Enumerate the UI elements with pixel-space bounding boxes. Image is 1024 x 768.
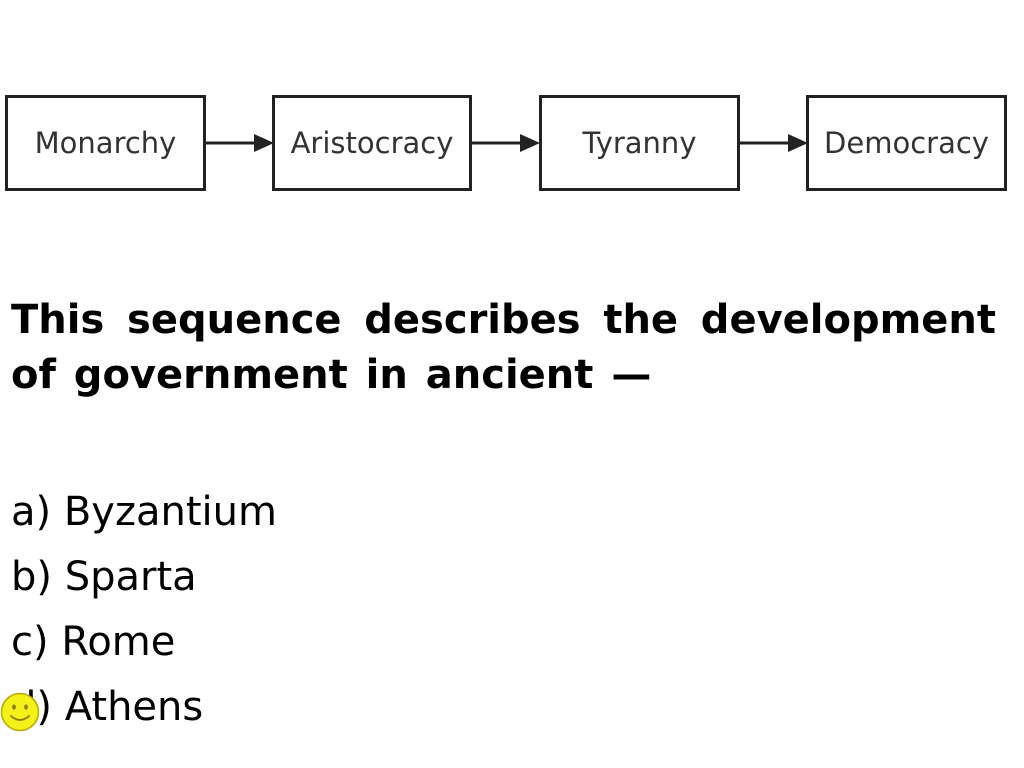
step-label-aristocracy: Aristocracy: [290, 126, 454, 160]
option-letter: a): [11, 489, 52, 535]
option-text: Byzantium: [63, 489, 277, 535]
option-b[interactable]: b) Sparta: [11, 545, 277, 610]
step-label-tyranny: Tyranny: [582, 126, 697, 160]
smiley-face-icon[interactable]: [0, 692, 40, 732]
sequence-diagram: Monarchy Aristocracy Tyranny Democracy: [0, 0, 1024, 220]
arrow-right-icon: [472, 134, 540, 152]
step-label-democracy: Democracy: [824, 126, 989, 160]
step-box-monarchy: Monarchy: [5, 95, 206, 191]
step-box-democracy: Democracy: [806, 95, 1007, 191]
option-c[interactable]: c) Rome: [11, 610, 277, 675]
arrow-right-icon: [206, 134, 274, 152]
option-a[interactable]: a) Byzantium: [11, 480, 277, 545]
step-box-aristocracy: Aristocracy: [272, 95, 472, 191]
step-box-tyranny: Tyranny: [539, 95, 740, 191]
option-letter: b): [11, 554, 52, 600]
arrow-right-icon: [740, 134, 808, 152]
option-text: Athens: [64, 684, 204, 730]
option-text: Sparta: [64, 554, 197, 600]
question-text: This sequence describes the development …: [11, 297, 996, 398]
answer-options: a) Byzantium b) Sparta c) Rome d) Athens: [11, 480, 277, 740]
option-d[interactable]: d) Athens: [11, 675, 277, 740]
step-label-monarchy: Monarchy: [34, 126, 177, 160]
option-letter: c): [11, 619, 49, 665]
option-text: Rome: [61, 619, 176, 665]
